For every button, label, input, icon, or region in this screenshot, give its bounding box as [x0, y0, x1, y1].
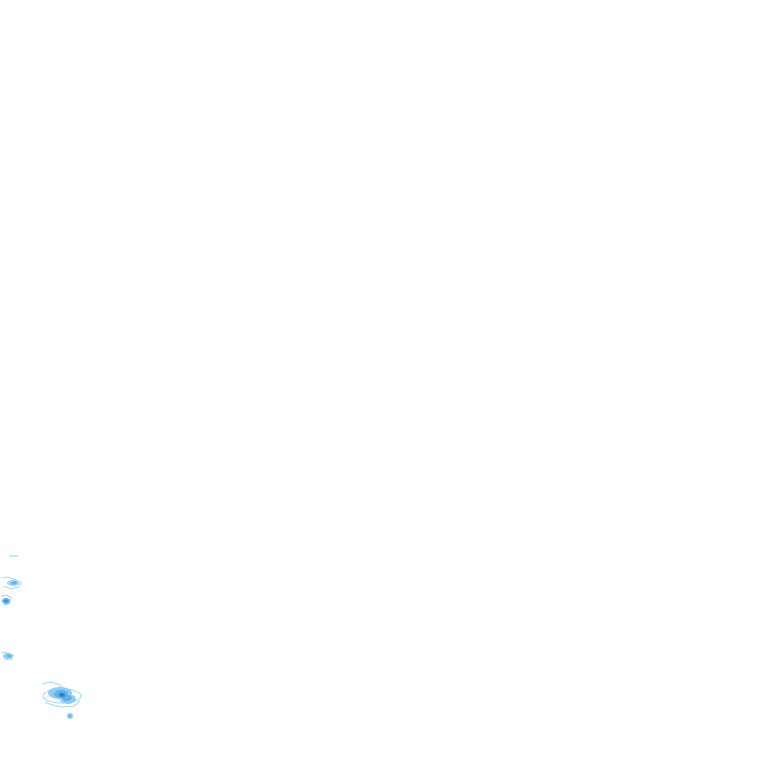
radar-echo-cell-main [41, 681, 82, 708]
echo-outline [44, 700, 81, 708]
echo-core [60, 693, 64, 697]
echo-outline [41, 681, 64, 689]
echo-heavy [4, 599, 8, 603]
echo-outline [0, 651, 14, 661]
echo-moderate [6, 654, 12, 658]
radar-echo-cell-left [0, 594, 12, 606]
echo-outline [1, 576, 22, 590]
echo-moderate [68, 714, 72, 718]
echo-moderate [11, 581, 17, 585]
echo-outline [0, 594, 12, 606]
radar-echo-cell-upper [1, 576, 22, 590]
radar-echo-cell-mid [0, 651, 14, 661]
radar-echo-cell-small-bottom [67, 713, 73, 719]
